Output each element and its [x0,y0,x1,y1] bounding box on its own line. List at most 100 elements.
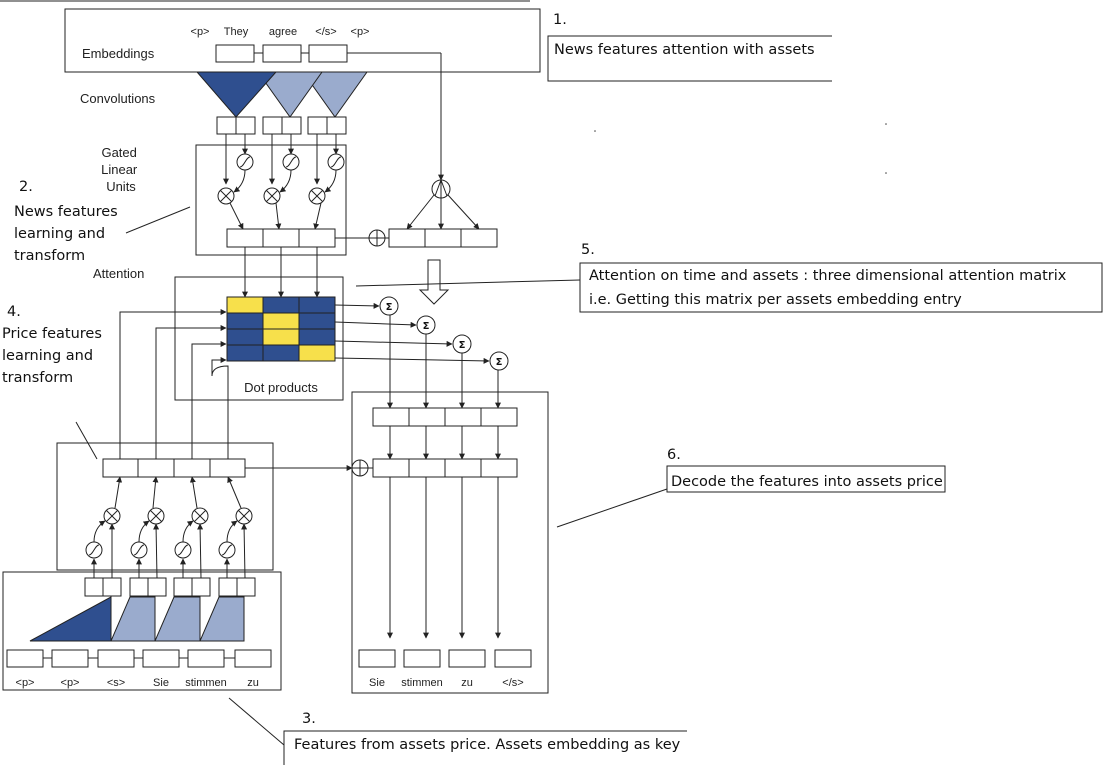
encoder-token-label: They [224,26,249,38]
fanout-node-icon [440,179,448,197]
note-3-bracket [283,730,687,765]
encoder-glu-units [217,134,345,230]
decoder-state-box [444,458,482,478]
decoder-input-box [6,649,44,668]
svg-text:6.: 6. [667,447,681,463]
attention-cell [226,328,264,346]
decoder-input-box [97,649,135,668]
svg-text:Decode the features into asset: Decode the features into assets price [671,474,943,490]
arrow [152,476,159,509]
decoder-input-token: <p> [61,677,80,689]
conv-filter [154,596,201,642]
conv-output [147,577,167,597]
attention-frame [174,276,344,401]
attention-source-box [460,228,498,248]
attention-cell [298,344,336,362]
attention-cell [226,296,264,314]
sigma-glyph: Σ [496,357,503,368]
multiply-stroke [220,190,232,202]
conv-output [235,116,256,135]
sigmoid-curve [239,156,251,168]
sigmoid-curve [330,156,342,168]
sigma-icon [489,351,509,371]
svg-text:2.: 2. [19,179,33,195]
decoder-input-box [142,649,180,668]
decoder-glu-units [85,476,253,579]
decoder-input-token: <s> [107,677,125,689]
stray-dot [885,123,887,125]
arrow [334,321,417,328]
multiply-stroke [266,190,278,202]
conv-output [236,577,256,597]
attention-cell [262,328,300,346]
context-box [408,407,446,427]
arrow [226,520,238,543]
stray-dot [885,172,887,174]
attention-cell [298,328,336,346]
conv-output [191,577,211,597]
note-6-box [666,465,946,493]
svg-text:Price features learning: Price features learning and transform [2,326,107,386]
embeddings-frame [64,8,541,73]
query-arrow [191,341,227,459]
note-1-bracket [547,35,832,82]
query-arrow [155,325,227,459]
glu-output-box [298,228,336,248]
conv-output [173,577,193,597]
decoder-input-box [234,649,272,668]
query-arrow [211,357,229,459]
arrow [313,202,322,230]
encoder-token-label: </s> [315,26,336,38]
conv-output [216,116,237,135]
sigma-glyph: Σ [386,302,393,313]
arrow [153,523,160,579]
attention-cell [226,312,264,330]
decoder-hidden-box [137,458,175,478]
sigmoid-curve [88,544,100,556]
output-token-box [358,649,396,668]
note-2-pointer [125,206,191,234]
sigmoid-curve [221,544,233,556]
output-token-label: Sie [369,677,385,689]
svg-text:News features learning a: News features learning and transform [14,204,122,264]
output-token-box [494,649,532,668]
multiply-stroke [150,510,162,522]
decoder-input-token: stimmen [185,677,227,689]
note-2: 2. News features learning and transform [14,179,191,264]
sigmoid-curve [177,544,189,556]
conv-filter [110,596,156,642]
arrow [334,340,453,347]
stray-dot [594,130,596,132]
note-4-pointer [75,421,98,460]
query-arrow [119,309,227,459]
multiply-stroke [238,510,250,522]
svg-text:Features from assets price. As: Features from assets price. Assets embed… [294,737,681,753]
decoder-input-token: <p> [16,677,35,689]
context-box [480,407,518,427]
conv-filter [29,596,112,642]
embedding-box [215,44,255,63]
conv-output [218,577,238,597]
sigma-glyph: Σ [423,321,430,332]
arrow [227,476,242,509]
encoder-token-label: <p> [351,26,370,38]
svg-text:News features attention with: News features attention with assets [554,42,815,58]
conv-output [307,116,328,135]
output-token-label: </s> [502,677,523,689]
fanout-node-icon [434,179,442,197]
conv-output [262,116,283,135]
sigmoid-curve [133,544,145,556]
svg-text:3.: 3. [302,711,316,727]
multiply-stroke [311,190,323,202]
note-3: 3. Features from assets price. Assets em… [228,697,687,765]
decoder-hidden-box [173,458,211,478]
arrow [279,169,292,193]
sigmoid-curve [285,156,297,168]
attention-cell [262,312,300,330]
arrow [241,523,248,579]
conv-output [326,116,347,135]
